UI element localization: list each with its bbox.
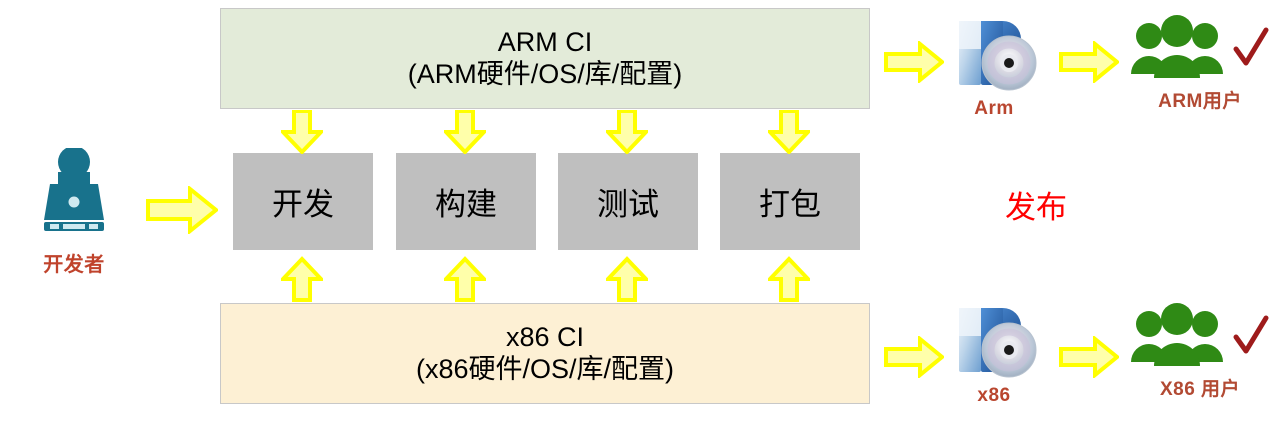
users-group-icon xyxy=(1131,303,1223,366)
release-label: 发布 xyxy=(1005,190,1067,225)
arrow-up-icon-x86ci-test xyxy=(606,256,648,302)
stage-box-develop: 开发 xyxy=(233,153,373,250)
arm-users-actor: ARM用户 xyxy=(1126,12,1274,113)
users-group-icon xyxy=(1131,15,1223,78)
developer-caption: 开发者 xyxy=(43,254,105,276)
stage-label: 打包 xyxy=(759,187,821,222)
x86-ci-subtitle: (x86硬件/OS/库/配置) xyxy=(415,353,675,384)
arm-artifact-caption: Arm xyxy=(974,98,1014,119)
x86-ci-title: x86 CI xyxy=(505,321,585,352)
stage-box-package: 打包 xyxy=(720,153,860,250)
developer-icon-row xyxy=(14,148,134,244)
arm-users-icon-row xyxy=(1126,12,1274,88)
x86-artifact-icon-row xyxy=(940,305,1048,387)
x86-artifact-caption: x86 xyxy=(977,385,1011,406)
developer-actor: 开发者 xyxy=(14,148,134,277)
arrow-right-icon-arm-artifact-to-users xyxy=(1059,41,1119,83)
arrow-right-icon-package-to-x86-artifact xyxy=(884,336,944,378)
arrow-right-icon-x86-artifact-to-users xyxy=(1059,336,1119,378)
arrow-down-icon-armci-build xyxy=(444,110,486,154)
arm-users-caption: ARM用户 xyxy=(1158,91,1242,112)
x86-users-actor: X86 用户 xyxy=(1126,300,1274,401)
stage-label: 开发 xyxy=(272,187,334,222)
stage-label: 测试 xyxy=(597,187,659,222)
software-box-with-disc-icon xyxy=(959,308,1037,378)
stage-label: 构建 xyxy=(435,187,497,222)
arrow-up-icon-x86ci-develop xyxy=(281,256,323,302)
arrow-down-icon-armci-test xyxy=(606,110,648,154)
x86-artifact: x86 xyxy=(940,305,1048,407)
arrow-up-icon-x86ci-package xyxy=(768,256,810,302)
stage-box-build: 构建 xyxy=(396,153,536,250)
arrow-right-icon-package-to-arm-artifact xyxy=(884,41,944,83)
stage-box-test: 测试 xyxy=(558,153,698,250)
checkmark-icon xyxy=(1233,27,1269,66)
x86-users-icon-row xyxy=(1126,300,1274,376)
arm-artifact-icon-row xyxy=(940,18,1048,100)
arrow-right-icon-developer-to-pipeline xyxy=(146,186,218,234)
arm-ci-title: ARM CI xyxy=(497,26,593,57)
x86-users-caption: X86 用户 xyxy=(1159,379,1241,400)
arm-ci-box: ARM CI (ARM硬件/OS/库/配置) xyxy=(220,8,870,109)
arrow-down-icon-armci-develop xyxy=(281,110,323,154)
arrow-down-icon-armci-package xyxy=(768,110,810,154)
software-box-with-disc-icon xyxy=(959,21,1037,91)
arrow-up-icon-x86ci-build xyxy=(444,256,486,302)
arm-artifact: Arm xyxy=(940,18,1048,120)
arm-ci-subtitle: (ARM硬件/OS/库/配置) xyxy=(407,58,683,89)
person-at-laptop-icon xyxy=(44,148,104,231)
x86-ci-box: x86 CI (x86硬件/OS/库/配置) xyxy=(220,303,870,404)
checkmark-icon xyxy=(1233,315,1269,354)
